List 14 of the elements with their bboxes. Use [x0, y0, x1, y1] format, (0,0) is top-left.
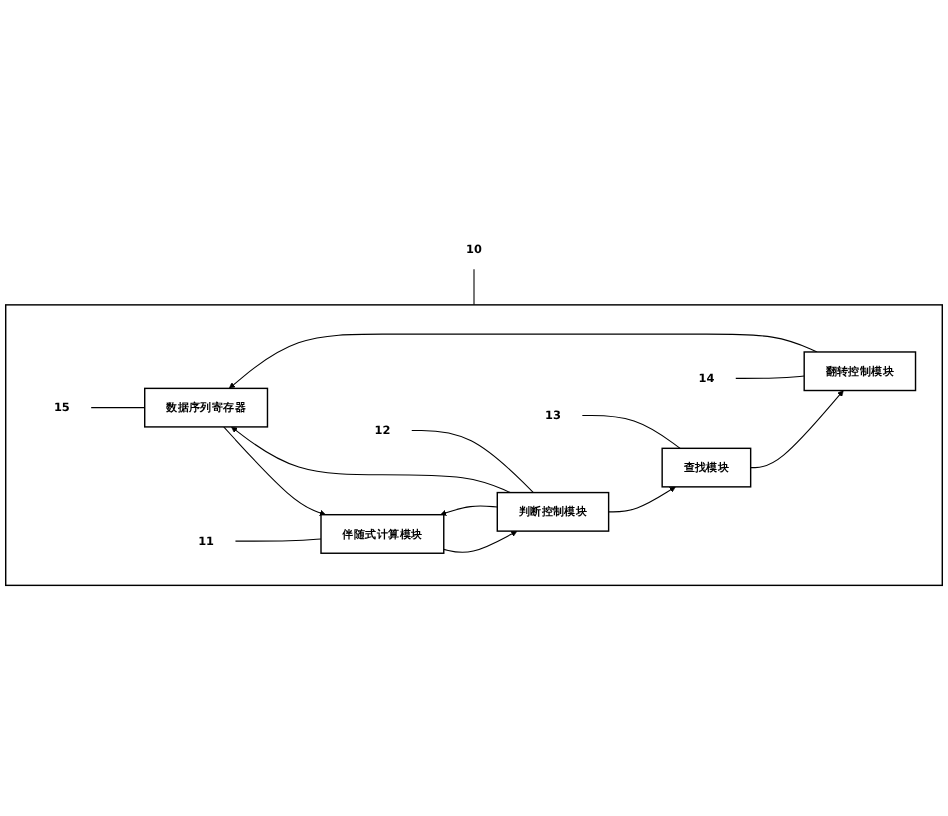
arrow [750, 390, 844, 469]
connector [234, 538, 322, 542]
arrow [443, 530, 518, 553]
cluster [5, 304, 943, 587]
arrow [608, 486, 676, 513]
arrow [231, 426, 511, 494]
arrow [440, 505, 498, 516]
connector [90, 407, 146, 409]
arrow [228, 333, 818, 389]
arrow [223, 426, 326, 516]
connector [411, 429, 534, 494]
connector [473, 268, 475, 306]
connector [735, 375, 805, 379]
connector [581, 414, 681, 449]
